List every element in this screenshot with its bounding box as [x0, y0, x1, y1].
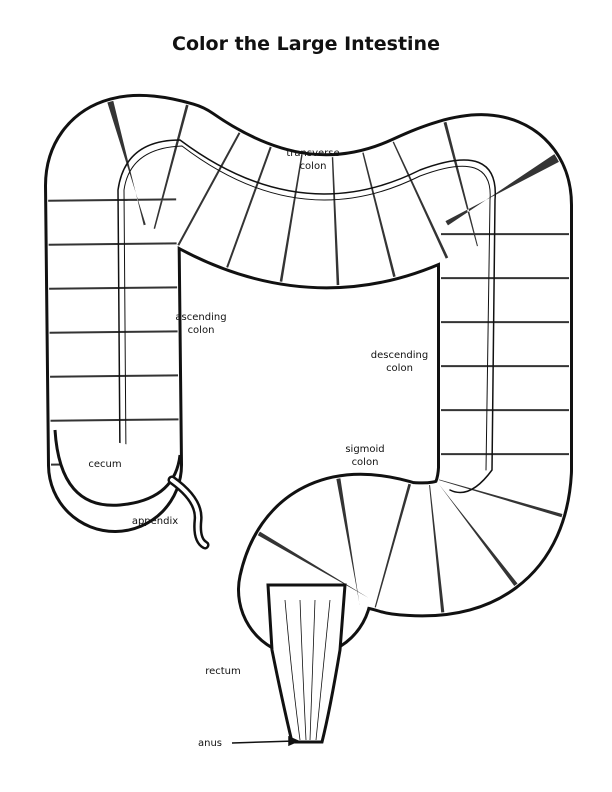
colon-body [47, 96, 570, 655]
label-appendix: appendix [131, 516, 179, 527]
page-title: Color the Large Intestine [172, 33, 440, 55]
label-rectum: rectum [205, 666, 241, 677]
rectum [266, 583, 347, 744]
mesentery-line [123, 145, 491, 471]
anus-arrow [231, 735, 300, 747]
mesentery-line [117, 139, 496, 494]
label-anus: anus [197, 738, 222, 749]
label-cecum: cecum [88, 459, 122, 470]
